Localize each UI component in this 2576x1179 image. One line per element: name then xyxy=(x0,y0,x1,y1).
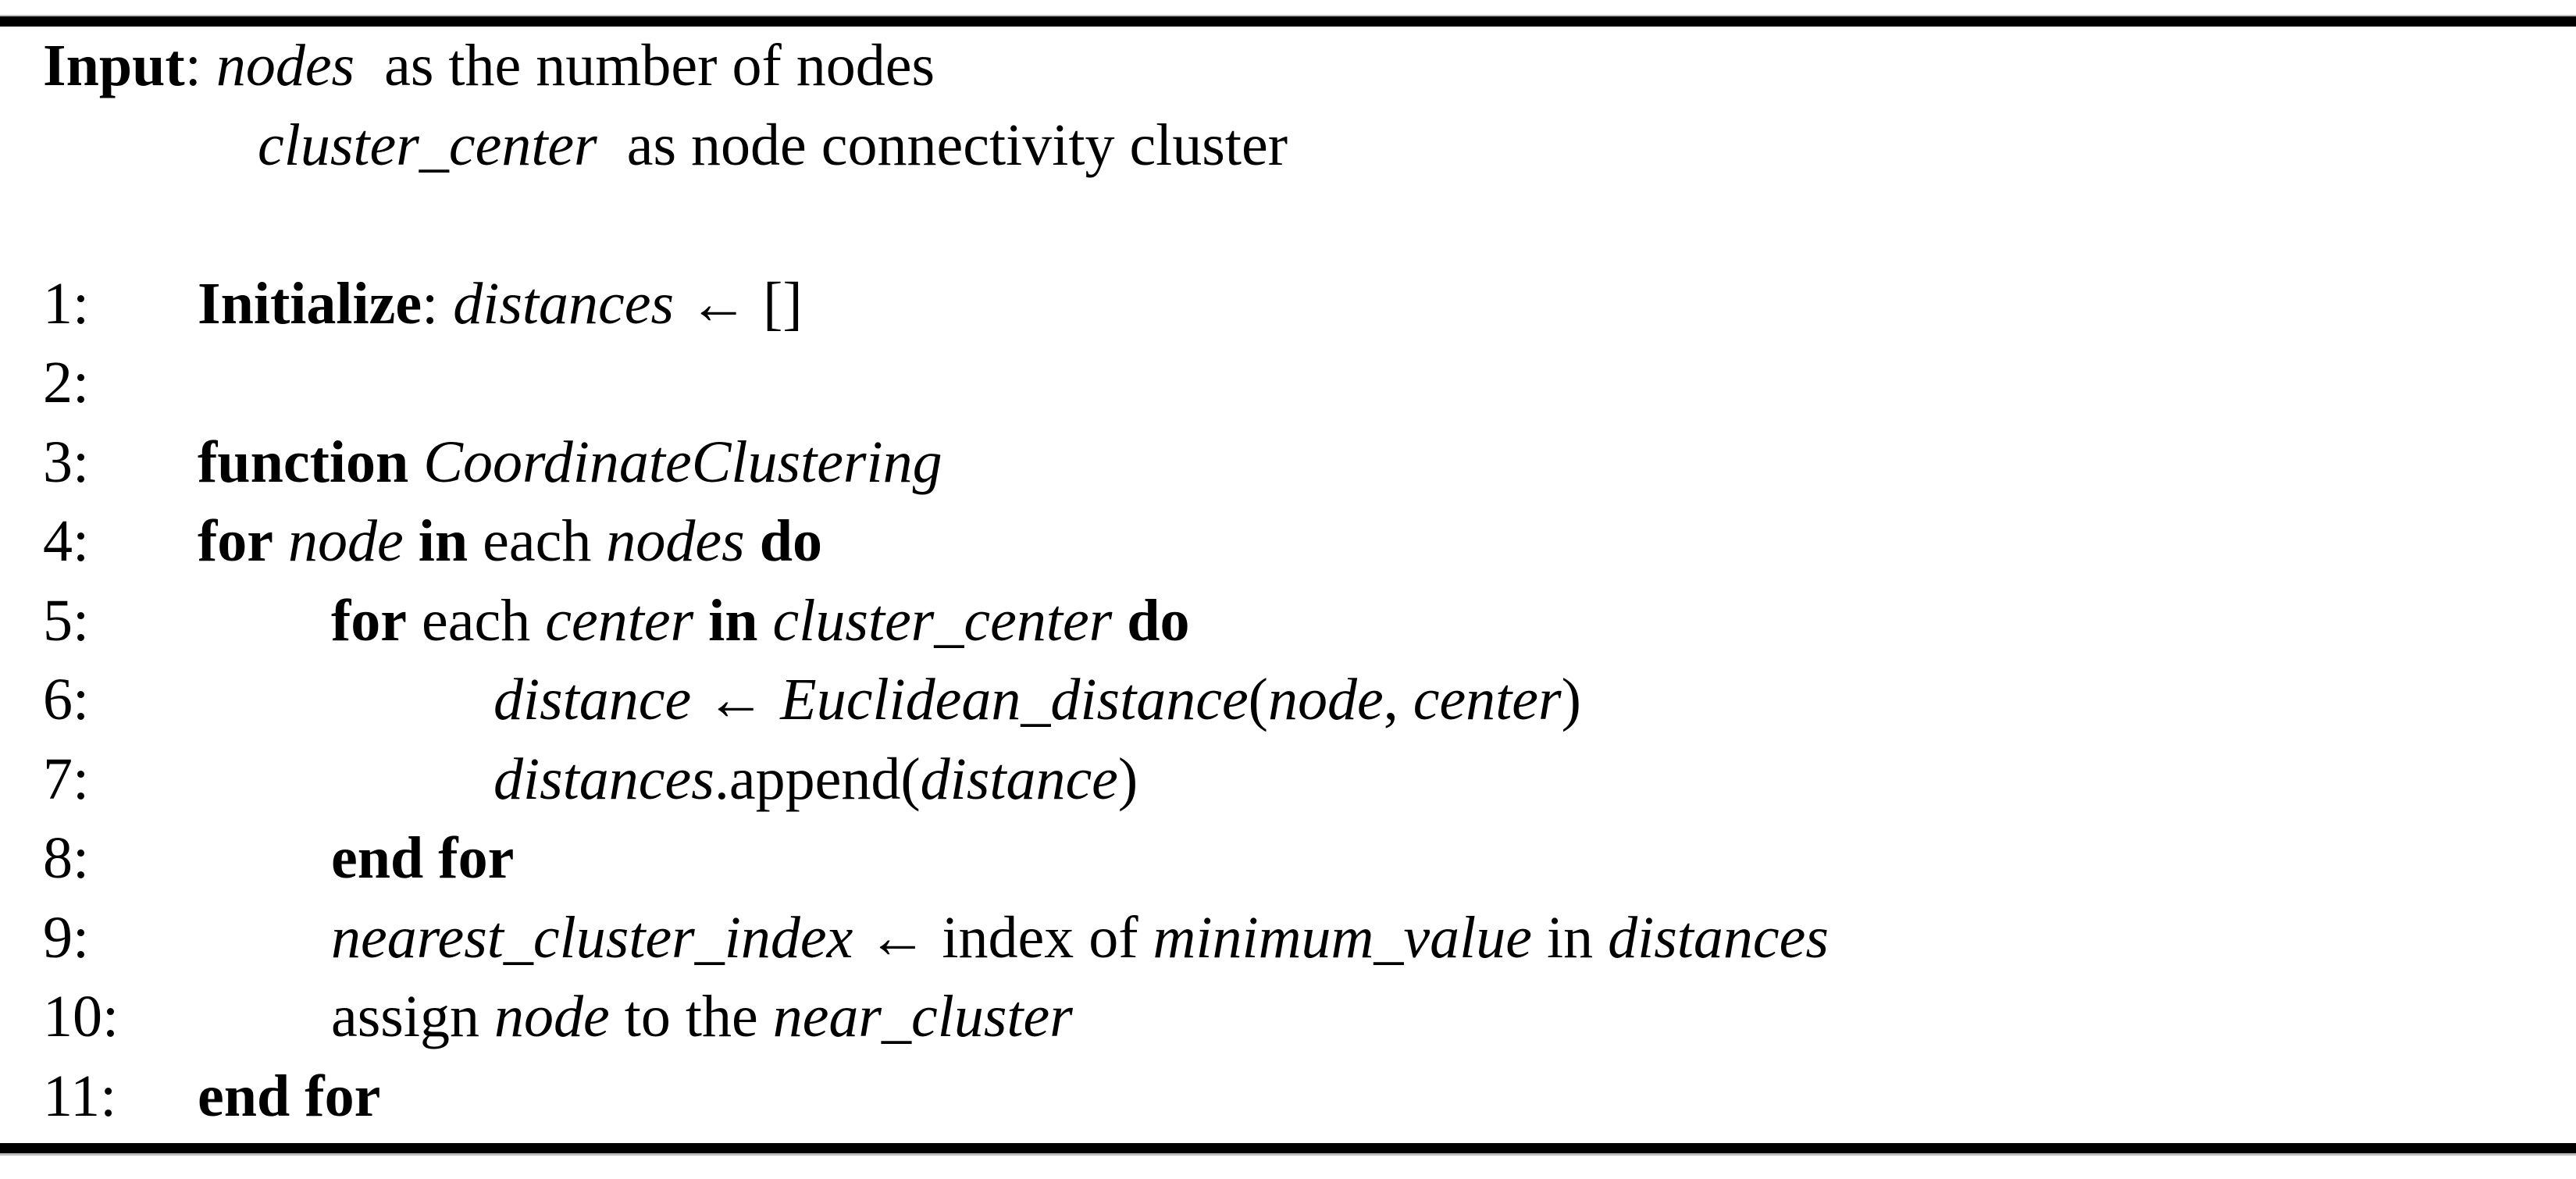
top-hairline xyxy=(0,15,2576,16)
code-segment xyxy=(693,588,708,654)
algorithm-line: cluster_center as node connectivity clus… xyxy=(0,106,2576,186)
code-segment: : xyxy=(422,270,454,337)
code-segment: CoordinateClustering xyxy=(423,429,942,495)
code-segment: ← index of xyxy=(853,904,1153,971)
algorithm-line: 3: function CoordinateClustering xyxy=(0,423,2576,503)
line-number: 5: xyxy=(43,587,90,654)
line-number: 2: xyxy=(43,350,90,415)
code-segment: each xyxy=(468,508,607,574)
code-segment: distances xyxy=(453,270,675,337)
code-segment: as node connectivity cluster xyxy=(597,112,1288,178)
code-segment: ) xyxy=(1561,667,1581,732)
algorithm-line: 5: for each center in cluster_center do xyxy=(0,582,2576,661)
line-content: assign node to the near_cluster xyxy=(331,978,1073,1057)
code-segment: , xyxy=(1383,667,1413,732)
line-number: 10: xyxy=(43,984,119,1049)
code-segment: end for xyxy=(198,1063,381,1129)
bottom-rule xyxy=(0,1143,2576,1153)
line-number: 3: xyxy=(43,429,90,495)
top-rule xyxy=(0,16,2576,27)
code-segment: distance xyxy=(493,667,692,732)
code-segment: Input xyxy=(43,33,185,98)
code-segment: node xyxy=(288,508,404,574)
algorithm-line: 7: distances.append(distance) xyxy=(0,740,2576,820)
code-segment: cluster_center xyxy=(258,112,597,178)
code-segment: Euclidean_distance xyxy=(780,667,1249,732)
line-number: 1: xyxy=(43,270,90,337)
algorithm-line: 2: xyxy=(0,344,2576,423)
code-segment: function xyxy=(198,429,409,495)
algorithm-line: 8: end for xyxy=(0,819,2576,899)
line-number: 4: xyxy=(43,508,90,574)
code-segment: minimum_value xyxy=(1153,904,1532,971)
code-segment: nodes xyxy=(606,508,745,574)
algorithm-line: 11: end for xyxy=(0,1057,2576,1137)
line-content: end for xyxy=(331,819,514,899)
code-segment: each xyxy=(407,587,546,654)
code-segment: .append( xyxy=(714,746,921,812)
algorithm-line: 9: nearest_cluster_index ← index of minim… xyxy=(0,899,2576,978)
line-content: function CoordinateClustering xyxy=(198,423,942,503)
code-segment: cluster_center xyxy=(772,587,1113,654)
code-segment: node xyxy=(494,984,610,1049)
line-content: distances.append(distance) xyxy=(493,740,1138,820)
code-segment: in xyxy=(418,508,469,574)
code-segment: for xyxy=(331,587,408,654)
code-segment: as the number of nodes xyxy=(355,33,935,98)
code-segment: do xyxy=(1127,587,1190,654)
code-segment: near_cluster xyxy=(772,984,1073,1049)
line-content: for node in each nodes do xyxy=(198,502,822,582)
code-segment xyxy=(404,508,419,574)
code-segment xyxy=(758,588,773,654)
code-segment: do xyxy=(759,508,822,574)
code-segment: : xyxy=(184,33,216,98)
code-segment: end for xyxy=(331,825,515,891)
algorithm-line: 1: Initialize: distances ← [] xyxy=(0,265,2576,344)
code-segment: in xyxy=(708,587,758,654)
line-content: Initialize: distances ← [] xyxy=(198,265,803,344)
code-segment: nodes xyxy=(216,33,355,98)
code-segment: ) xyxy=(1117,746,1138,812)
code-segment xyxy=(745,508,760,574)
code-segment: in xyxy=(1531,904,1609,971)
line-content: distance ← Euclidean_distance(node, cent… xyxy=(493,661,1581,740)
code-segment: Initialize xyxy=(198,270,422,337)
line-content: cluster_center as node connectivity clus… xyxy=(258,106,1288,186)
algorithm-line xyxy=(0,185,2576,265)
line-number: 8: xyxy=(43,825,90,891)
code-segment: ← [] xyxy=(674,270,803,337)
code-segment: node xyxy=(1267,667,1384,732)
code-segment: center xyxy=(1413,667,1562,732)
line-content: nearest_cluster_index ← index of minimum… xyxy=(331,899,1829,978)
code-segment xyxy=(1112,588,1127,654)
code-segment: center xyxy=(545,587,694,654)
algorithm-line: 4: for node in each nodes do xyxy=(0,502,2576,582)
code-segment: assign xyxy=(331,984,494,1049)
algorithm-line: 6: distance ← Euclidean_distance(node, ce… xyxy=(0,661,2576,740)
code-segment xyxy=(273,508,288,574)
code-segment: ( xyxy=(1248,667,1268,732)
line-number: 7: xyxy=(43,746,90,812)
algorithm-line: Input: nodes as the number of nodes xyxy=(0,27,2576,106)
code-segment: distances xyxy=(493,746,714,812)
line-content: for each center in cluster_center do xyxy=(331,582,1190,661)
code-segment: ← xyxy=(691,667,781,732)
code-segment: for xyxy=(198,508,274,574)
bottom-hairline xyxy=(0,1153,2576,1156)
line-content: end for xyxy=(198,1057,380,1137)
code-segment: distances xyxy=(1608,904,1829,971)
line-content: Input: nodes as the number of nodes xyxy=(43,27,935,106)
algorithm-line: 10: assign node to the near_cluster xyxy=(0,978,2576,1057)
code-segment xyxy=(408,429,423,495)
code-segment: to the xyxy=(609,984,773,1049)
code-segment: distance xyxy=(920,746,1118,812)
line-number: 11: xyxy=(43,1063,117,1129)
line-number: 9: xyxy=(43,904,90,971)
line-number: 6: xyxy=(43,667,90,732)
code-segment: nearest_cluster_index xyxy=(331,904,853,971)
